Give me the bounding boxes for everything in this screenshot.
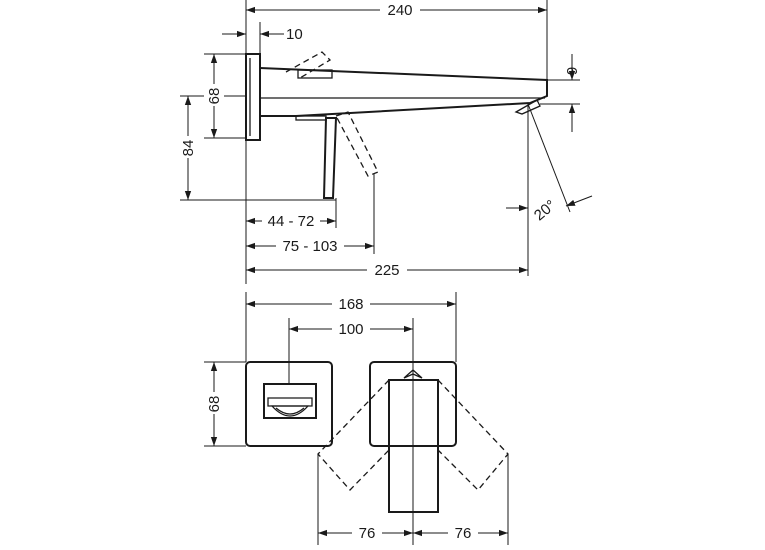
lever-right-dashed xyxy=(437,379,509,491)
spout-outlet xyxy=(263,383,317,419)
lever-left-dashed xyxy=(317,379,390,491)
dim-44-72: 44 - 72 xyxy=(268,213,315,230)
lever-front xyxy=(388,379,439,513)
dim-240: 240 xyxy=(387,2,412,19)
wall-plate-side xyxy=(245,53,261,141)
lever-side xyxy=(322,117,338,199)
dim-20-degrees: 20° xyxy=(531,197,559,225)
handle-top-dashed xyxy=(285,51,332,79)
side-view: 240 10 68 84 9 20° 44 - 72 75 - 103 225 xyxy=(178,0,593,284)
dim-76-right: 76 xyxy=(455,525,472,542)
dim-9: 9 xyxy=(564,67,581,75)
dim-68-side: 68 xyxy=(206,88,223,105)
front-view: 168 100 68 76 76 xyxy=(204,292,509,545)
dim-68-front: 68 xyxy=(206,396,223,413)
aerator xyxy=(514,99,541,115)
dim-10: 10 xyxy=(286,26,303,43)
dim-76-left: 76 xyxy=(359,525,376,542)
spout-body xyxy=(259,67,548,117)
lever-open-dashed xyxy=(335,111,379,177)
dim-225: 225 xyxy=(374,262,399,279)
dim-84: 84 xyxy=(180,140,197,157)
dim-168: 168 xyxy=(338,296,363,313)
dim-100: 100 xyxy=(338,321,363,338)
dim-75-103: 75 - 103 xyxy=(282,238,337,255)
